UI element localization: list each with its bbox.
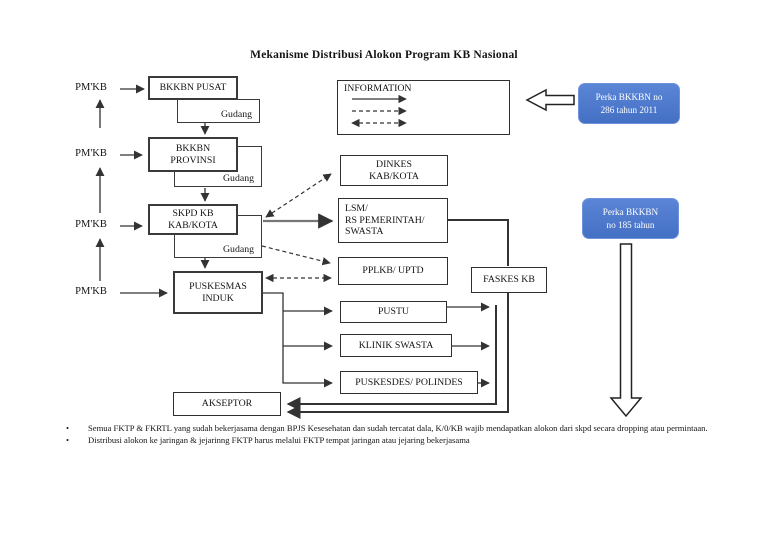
block-arrow-down-icon: [609, 243, 643, 418]
callout-label: Perka BKKBN no: [595, 92, 663, 103]
gudang-label: Gudang: [222, 244, 254, 255]
gudang-box-pusat: Gudang: [177, 99, 260, 123]
node-label: BKKBN: [175, 142, 211, 154]
node-label: PUSTU: [377, 306, 410, 318]
callout-label: 286 tahun 2011: [600, 104, 658, 115]
callout-label: no 185 tahun: [606, 219, 655, 230]
node-label: PROVINSI: [170, 154, 216, 166]
node-bkkbn-provinsi: BKKBN PROVINSI: [148, 137, 238, 172]
node-label: LSM/: [345, 203, 368, 215]
node-label: KLINIK SWASTA: [358, 339, 434, 351]
block-arrows: [525, 88, 643, 418]
legend-title: INFORMATION: [344, 83, 412, 94]
bullet-icon: •: [66, 435, 70, 446]
callout-label: Perka BKKBN: [602, 207, 659, 218]
node-lsm-rs: LSM/ RS PEMERINTAH/ SWASTA: [338, 198, 448, 243]
node-klinik-swasta: KLINIK SWASTA: [340, 334, 452, 357]
label-pmkb-4: PM'KB: [75, 286, 107, 297]
footnote-2: • Distribusi alokon ke jaringan & jejari…: [60, 435, 752, 446]
footnote-text: Distribusi alokon ke jaringan & jejarinn…: [88, 435, 470, 446]
gudang-label: Gudang: [220, 109, 252, 120]
node-label: AKSEPTOR: [201, 398, 253, 410]
arrow-puskesmas-to-puskesdes: [263, 292, 333, 388]
callout-perka-185: Perka BKKBN no 185 tahun: [582, 198, 679, 239]
line-lsm-to-faskes: [448, 219, 509, 266]
arrow-skpd-dinkes-koordinasi: [265, 173, 332, 218]
node-faskes-kb: FASKES KB: [471, 267, 547, 293]
arrow-skpd-pplkb-tembusan: [261, 245, 331, 266]
node-label: SWASTA: [345, 226, 384, 238]
node-label: INDUK: [202, 292, 234, 304]
node-dinkes-kab-kota: DINKES KAB/KOTA: [340, 155, 448, 186]
legend-box: INFORMATION: [337, 80, 510, 135]
gudang-label: Gudang: [222, 173, 254, 184]
node-label: KAB/KOTA: [168, 219, 218, 231]
label-pmkb-3: PM'KB: [75, 219, 107, 230]
label-pmkb-2: PM'KB: [75, 148, 107, 159]
node-label: FASKES KB: [483, 274, 535, 286]
node-puskesdes-polindes: PUSKESDES/ POLINDES: [340, 371, 478, 394]
node-akseptor: AKSEPTOR: [173, 392, 281, 416]
block-arrow-left-icon: [525, 88, 575, 112]
node-skpd-kb-kab-kota: SKPD KB KAB/KOTA: [148, 204, 238, 235]
node-label: DINKES: [376, 158, 412, 170]
footnote-text: Semua FKTP & FKRTL yang sudah bekerjasam…: [88, 423, 708, 433]
callout-perka-286: Perka BKKBN no 286 tahun 2011: [578, 83, 680, 124]
node-label: BKKBN PUSAT: [159, 82, 227, 94]
node-label: KAB/KOTA: [369, 170, 419, 182]
footnote-1: • Semua FKTP & FKRTL yang sudah bekerjas…: [60, 423, 752, 434]
node-label: RS PEMERINTAH/: [345, 214, 425, 226]
node-puskesmas-induk: PUSKESMAS INDUK: [173, 271, 263, 314]
footnotes: • Semua FKTP & FKRTL yang sudah bekerjas…: [60, 423, 752, 448]
bullet-icon: •: [66, 423, 70, 433]
node-pplkb-uptd: PPLKB/ UPTD: [338, 257, 448, 285]
node-label: PPLKB/ UPTD: [362, 265, 424, 277]
node-label: SKPD KB: [172, 207, 214, 219]
node-pustu: PUSTU: [340, 301, 447, 323]
label-pmkb-1: PM'KB: [75, 82, 107, 93]
node-label: PUSKESDES/ POLINDES: [355, 376, 463, 388]
node-bkkbn-pusat: BKKBN PUSAT: [148, 76, 238, 100]
page-title: Mekanisme Distribusi Alokon Program KB N…: [250, 49, 518, 61]
dashed-arrows: [261, 173, 332, 283]
node-label: PUSKESMAS: [189, 280, 247, 292]
